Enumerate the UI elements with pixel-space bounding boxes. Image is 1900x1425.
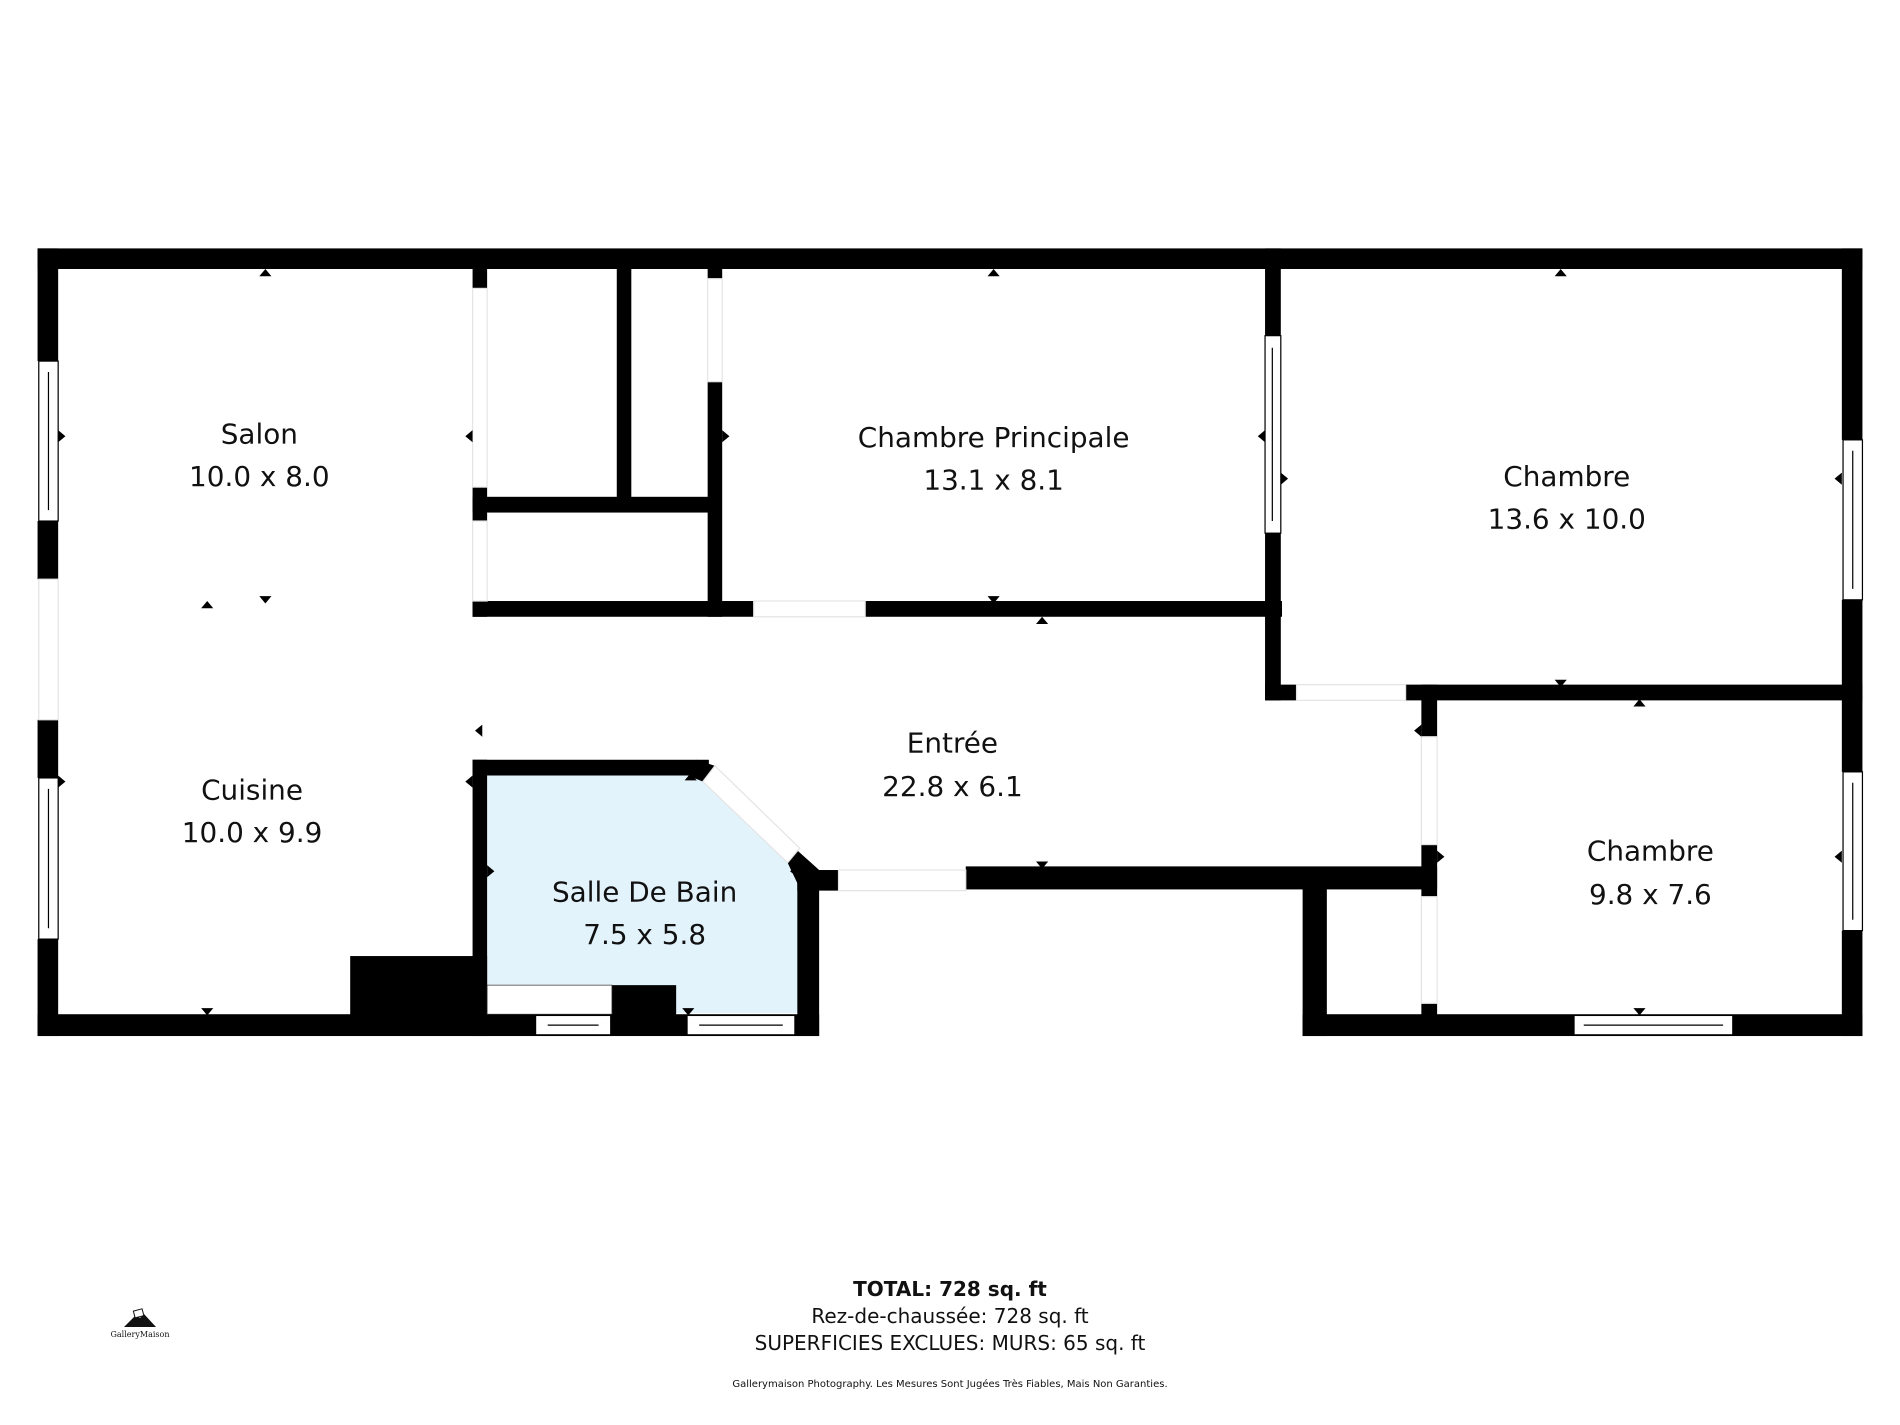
total-area: TOTAL: 728 sq. ft xyxy=(853,1277,1047,1301)
room-name: Chambre xyxy=(1503,460,1630,493)
room-salon: Salon 10.0 x 8.0 xyxy=(189,417,330,492)
room-name: Salle De Bain xyxy=(552,876,737,909)
room-dimensions: 22.8 x 6.1 xyxy=(882,770,1023,803)
room-dimensions: 9.8 x 7.6 xyxy=(1589,878,1712,911)
bathroom-floor xyxy=(487,775,798,1014)
room-name: Chambre xyxy=(1587,834,1714,867)
disclaimer: Gallerymaison Photography. Les Mesures S… xyxy=(732,1379,1168,1390)
logo-name: GalleryMaison xyxy=(110,1330,170,1339)
room-name: Entrée xyxy=(907,726,998,759)
room-name: Chambre Principale xyxy=(858,421,1130,454)
walls xyxy=(37,248,1863,1037)
room-entree: Entrée 22.8 x 6.1 xyxy=(882,726,1023,803)
room-chambre-1: Chambre 13.6 x 10.0 xyxy=(1488,460,1646,535)
doors xyxy=(38,278,1438,1004)
house-roof-icon xyxy=(124,1308,156,1327)
room-chambre-2: Chambre 9.8 x 7.6 xyxy=(1587,834,1714,911)
dimension-markers xyxy=(58,269,1842,1016)
room-dimensions: 10.0 x 8.0 xyxy=(189,460,330,493)
windows xyxy=(38,335,1864,1036)
room-name: Cuisine xyxy=(201,774,303,807)
room-chambre-principale: Chambre Principale 13.1 x 8.1 xyxy=(858,421,1130,496)
room-salle-de-bain: Salle De Bain 7.5 x 5.8 xyxy=(552,876,737,951)
room-dimensions: 10.0 x 9.9 xyxy=(182,816,323,849)
floor-area: Rez-de-chaussée: 728 sq. ft xyxy=(811,1304,1089,1328)
room-dimensions: 7.5 x 5.8 xyxy=(583,918,706,951)
room-dimensions: 13.1 x 8.1 xyxy=(923,464,1064,497)
room-dimensions: 13.6 x 10.0 xyxy=(1488,502,1646,535)
company-logo: GalleryMaison xyxy=(100,1308,180,1343)
room-name: Salon xyxy=(221,417,298,450)
excluded-area: SUPERFICIES EXCLUES: MURS: 65 sq. ft xyxy=(754,1331,1146,1355)
room-cuisine: Cuisine 10.0 x 9.9 xyxy=(182,774,323,849)
